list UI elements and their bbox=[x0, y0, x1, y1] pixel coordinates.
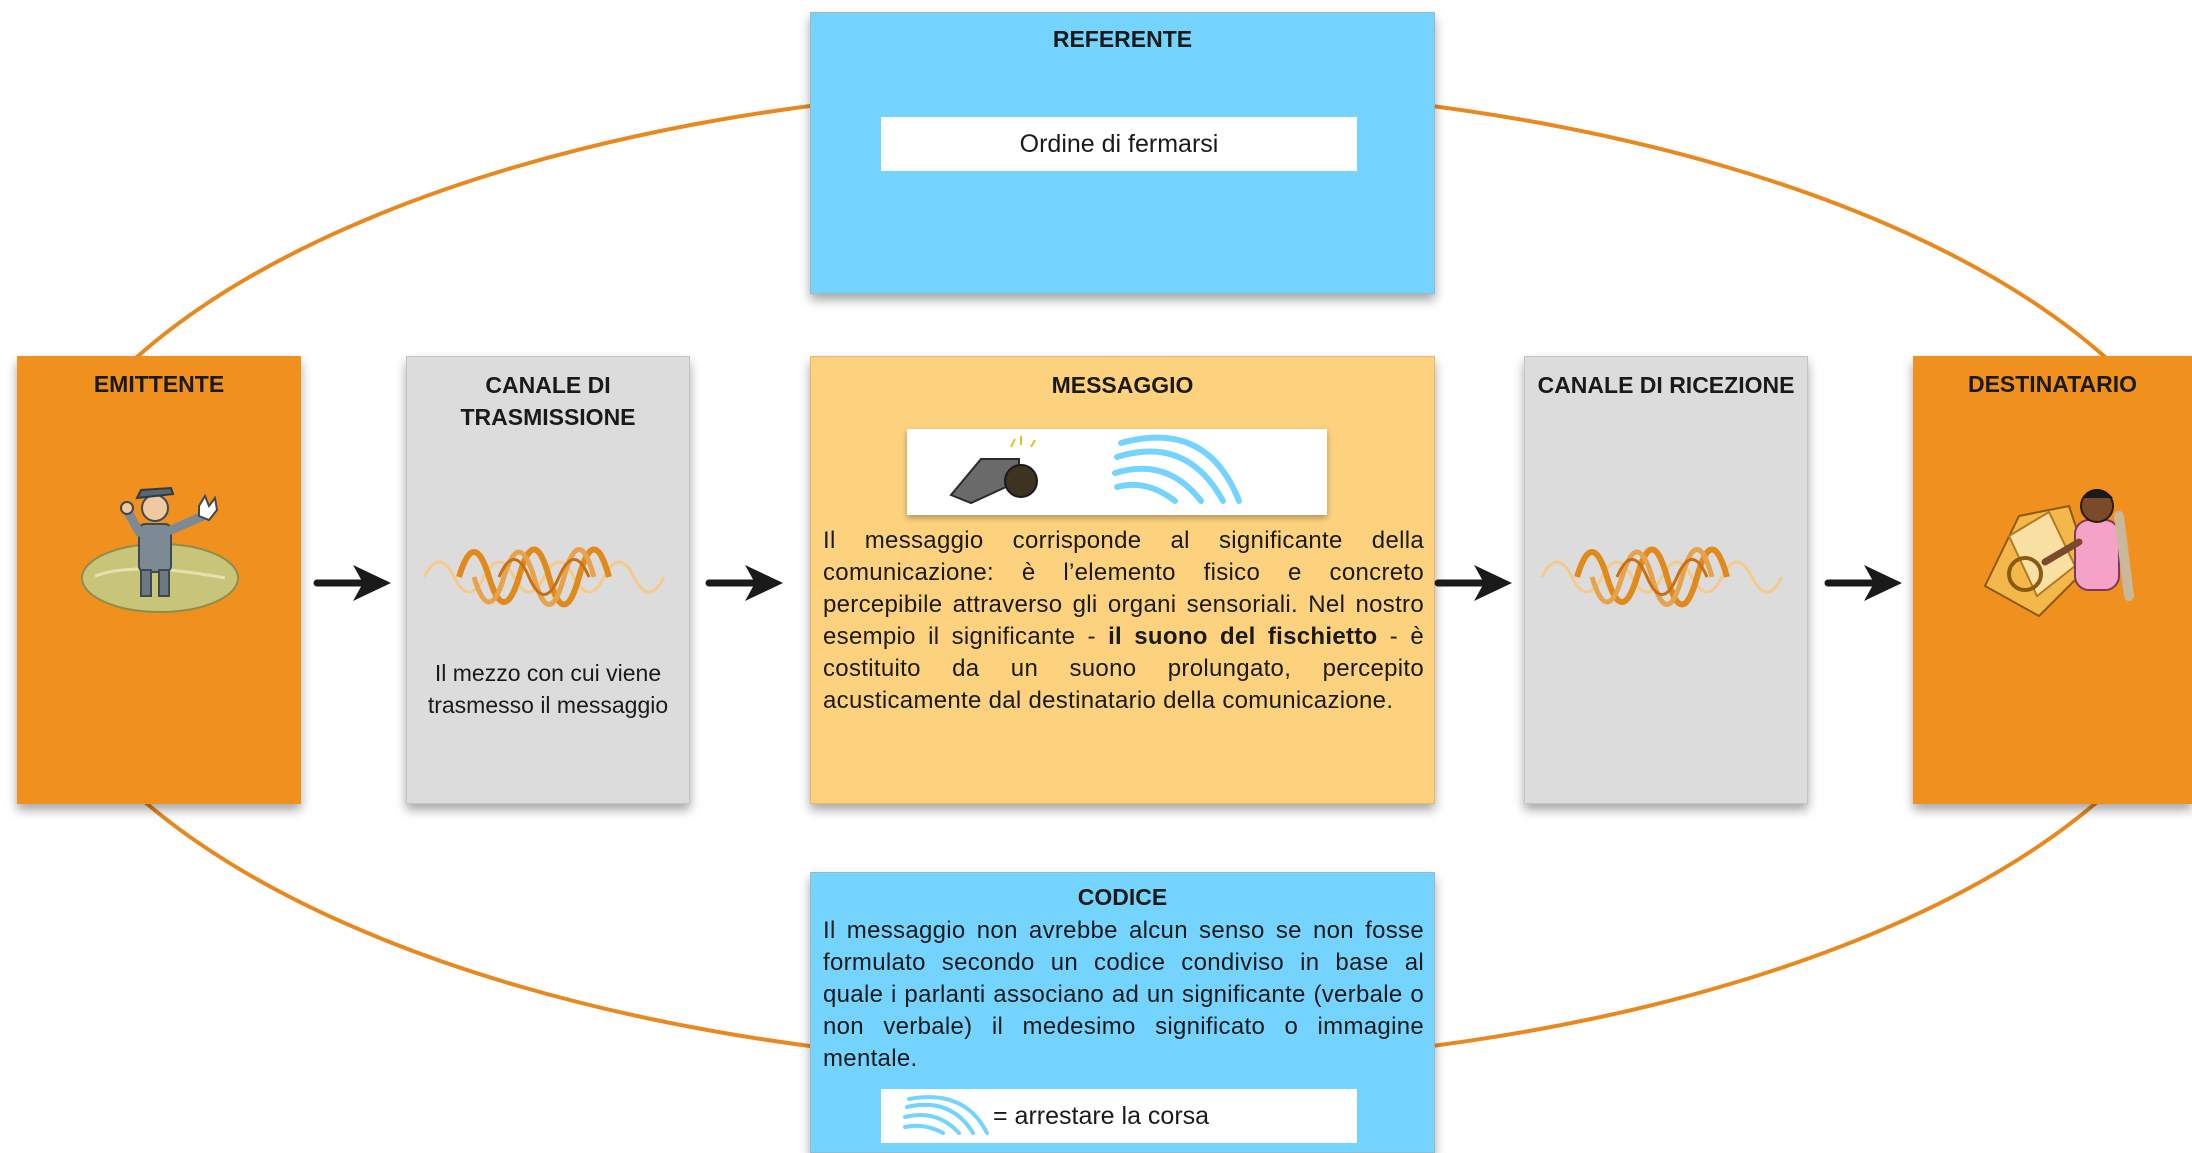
emittente-title: EMITTENTE bbox=[93, 371, 225, 397]
referente-box: REFERENTE Ordine di fermarsi bbox=[810, 12, 1435, 294]
arrow-canale-to-messaggio bbox=[705, 565, 783, 601]
sound-waves-icon bbox=[903, 1095, 989, 1135]
referente-value-field: Ordine di fermarsi bbox=[881, 117, 1357, 171]
destinatario-box: DESTINATARIO bbox=[1913, 356, 2192, 804]
sound-waves-icon bbox=[1112, 434, 1242, 504]
canale-ricezione-title: CANALE DI RICEZIONE bbox=[1537, 372, 1795, 398]
traffic-officer-icon bbox=[81, 486, 239, 613]
driver-in-car-icon bbox=[1983, 489, 2134, 618]
referente-value: Ordine di fermarsi bbox=[1019, 130, 1219, 158]
messaggio-icon-panel bbox=[907, 429, 1327, 515]
canale-trasmissione-title-line1: CANALE DI bbox=[485, 372, 611, 398]
sound-wave-icon bbox=[1540, 546, 1784, 608]
codice-box: CODICE Il messaggio non avrebbe alcun se… bbox=[810, 872, 1435, 1153]
codice-title: CODICE bbox=[1077, 884, 1168, 910]
destinatario-title: DESTINATARIO bbox=[1967, 371, 2138, 397]
messaggio-text-part2: - è costituito da un suono prolungato, p… bbox=[823, 623, 1424, 714]
referente-title: REFERENTE bbox=[1052, 26, 1193, 52]
messaggio-box: MESSAGGIO Il messaggio corrisponde al si… bbox=[810, 356, 1435, 804]
canale-trasmissione-box: CANALE DI TRASMISSIONE Il mezzo con cui … bbox=[406, 356, 690, 804]
messaggio-title: MESSAGGIO bbox=[1051, 372, 1194, 398]
codice-text: Il messaggio non avrebbe alcun senso se … bbox=[823, 917, 1424, 1072]
messaggio-text: Il messaggio corrisponde al significante… bbox=[823, 525, 1424, 717]
canale-ricezione-box: CANALE DI RICEZIONE bbox=[1524, 356, 1808, 804]
messaggio-text-part1: Il messaggio corrisponde al significante… bbox=[823, 527, 1424, 650]
codice-legend: = arrestare la corsa bbox=[881, 1089, 1357, 1143]
codice-legend-text: = arrestare la corsa bbox=[993, 1102, 1210, 1130]
emittente-box: EMITTENTE bbox=[17, 356, 301, 804]
whistle-icon bbox=[949, 436, 1038, 505]
messaggio-text-bold: il suono del fischietto bbox=[1108, 623, 1378, 650]
arrow-canale-to-destinatario bbox=[1824, 565, 1902, 601]
arrow-emittente-to-canale bbox=[313, 565, 391, 601]
canale-trasmissione-title-line2: TRASMISSIONE bbox=[460, 404, 636, 430]
sound-wave-icon bbox=[422, 546, 666, 608]
canale-trasmissione-text: Il mezzo con cui viene trasmesso il mess… bbox=[427, 660, 669, 718]
arrow-messaggio-to-canale bbox=[1434, 565, 1512, 601]
